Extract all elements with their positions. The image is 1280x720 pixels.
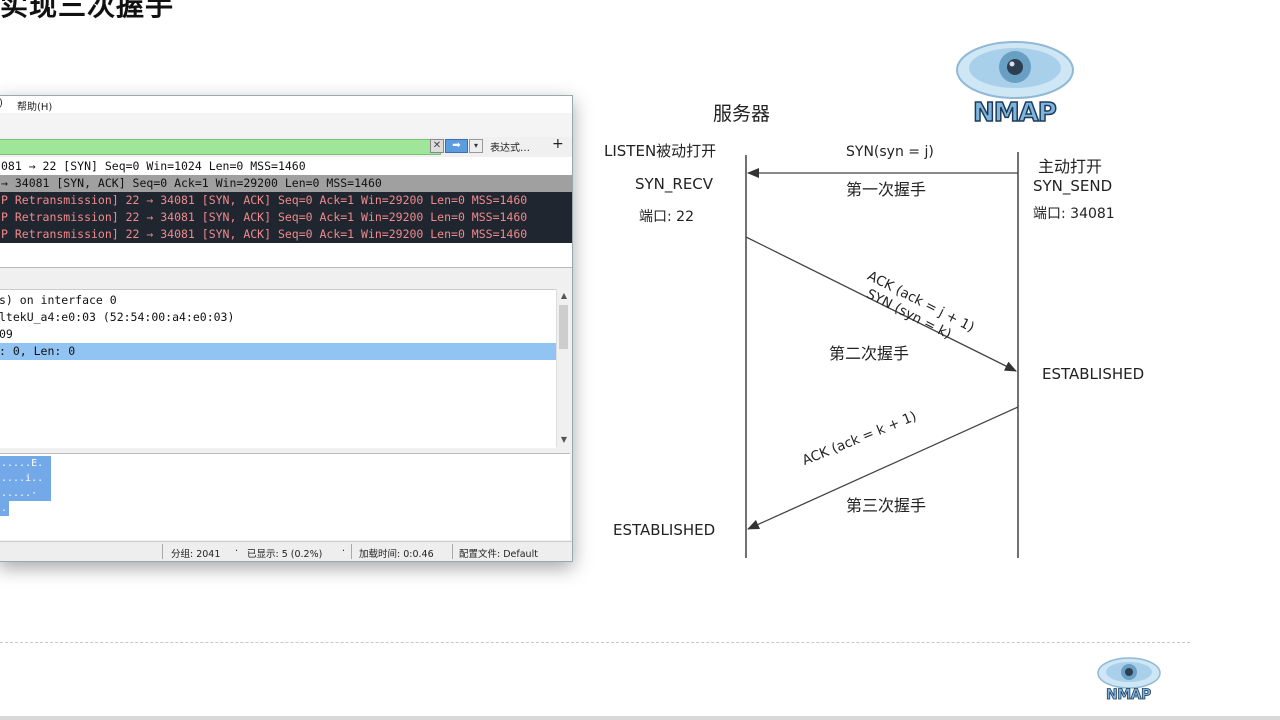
clear-icon[interactable]: ✕ xyxy=(430,139,444,153)
detail-row[interactable]: 09 xyxy=(0,327,13,341)
slide-title: 实现三次握手 xyxy=(0,0,175,22)
first-handshake-caption: 第一次握手 xyxy=(846,180,927,199)
bytes-row[interactable]: .....· xyxy=(0,486,51,501)
menu-bar: ) 帮助(H) xyxy=(0,96,572,113)
wireshark-window: ) 帮助(H) ✕ ➡ ▾ 表达式… + 081 → 22 [SYN] Seq=… xyxy=(0,95,573,562)
arrow-right-icon[interactable]: ➡ xyxy=(445,139,468,153)
scroll-thumb[interactable] xyxy=(559,305,568,349)
status-load-time: 加载时间: 0:0.46 xyxy=(359,549,434,560)
server-port-label: 端口: 22 xyxy=(639,209,694,225)
status-profile[interactable]: 配置文件: Default xyxy=(459,549,538,560)
bytes-row[interactable]: . xyxy=(0,501,9,516)
bytes-row[interactable]: .....E. xyxy=(0,456,51,471)
second-handshake-caption: 第二次握手 xyxy=(829,344,910,363)
server-listen-label: LISTEN被动打开 xyxy=(604,142,717,160)
nmap-logo-top: NMAP xyxy=(955,38,1075,130)
client-syn-send-label: SYN_SEND xyxy=(1033,177,1113,195)
server-title: 服务器 xyxy=(713,103,771,125)
client-active-label: 主动打开 xyxy=(1038,157,1103,176)
nmap-logo-text: NMAP xyxy=(1106,687,1152,704)
packet-row-selected[interactable]: → 34081 [SYN, ACK] Seq=0 Ack=1 Win=29200… xyxy=(0,175,572,192)
packet-row[interactable]: P Retransmission] 22 → 34081 [SYN, ACK] … xyxy=(0,209,572,226)
client-port-label: 端口: 34081 xyxy=(1033,206,1115,222)
packet-row[interactable]: P Retransmission] 22 → 34081 [SYN, ACK] … xyxy=(0,226,572,243)
menu-item-help[interactable]: 帮助(H) xyxy=(17,102,53,113)
display-filter-bar xyxy=(0,137,572,157)
nmap-logo-text: NMAP xyxy=(972,97,1057,129)
status-bar: 分组: 2041 · 已显示: 5 (0.2%) · 加载时间: 0:0.46 … xyxy=(0,541,572,561)
status-dot-1: · xyxy=(235,546,239,557)
packet-list-scrollbar[interactable] xyxy=(0,267,572,288)
details-scrollbar[interactable]: ▲ ▼ xyxy=(556,289,571,447)
status-dot-2: · xyxy=(342,546,346,557)
syn-message-label: SYN(syn = j) xyxy=(846,144,934,160)
scroll-up-icon[interactable]: ▲ xyxy=(560,291,568,300)
status-shown: 已显示: 5 (0.2%) xyxy=(247,549,323,560)
client-established-label: ESTABLISHED xyxy=(1042,365,1145,383)
server-established-label: ESTABLISHED xyxy=(613,521,716,539)
packet-details: s) on interface 0 ltekU_a4:e0:03 (52:54:… xyxy=(0,289,556,448)
eye-icon xyxy=(956,41,1074,99)
scroll-down-icon[interactable]: ▼ xyxy=(560,435,568,444)
bottom-bar xyxy=(0,716,1280,720)
packet-row[interactable]: 081 → 22 [SYN] Seq=0 Win=1024 Len=0 MSS=… xyxy=(1,159,306,173)
menu-item-partial[interactable]: ) xyxy=(0,98,3,109)
server-syn-recv-label: SYN_RECV xyxy=(635,175,714,193)
third-handshake-caption: 第三次握手 xyxy=(846,496,927,515)
chevron-down-icon[interactable]: ▾ xyxy=(469,139,483,153)
status-packets: 分组: 2041 xyxy=(171,549,221,560)
syn-ack-arrow xyxy=(745,236,1017,372)
packet-row[interactable]: P Retransmission] 22 → 34081 [SYN, ACK] … xyxy=(0,192,572,209)
packet-bytes: .....E. ....i.. .....· . xyxy=(0,453,570,540)
expression-button[interactable]: 表达式… xyxy=(490,143,530,154)
detail-row[interactable]: s) on interface 0 xyxy=(0,293,117,307)
detail-row[interactable]: ltekU_a4:e0:03 (52:54:00:a4:e0:03) xyxy=(0,310,235,324)
nmap-logo-bottom: NMAP xyxy=(1097,657,1162,707)
eye-icon xyxy=(1097,657,1161,689)
ack-arrow xyxy=(747,406,1019,530)
detail-row-selected[interactable]: : 0, Len: 0 xyxy=(0,343,556,360)
add-filter-button[interactable]: + xyxy=(552,136,564,152)
packet-list: 081 → 22 [SYN] Seq=0 Win=1024 Len=0 MSS=… xyxy=(0,157,572,267)
bytes-row[interactable]: ....i.. xyxy=(0,471,51,486)
footer-divider xyxy=(0,642,1190,643)
